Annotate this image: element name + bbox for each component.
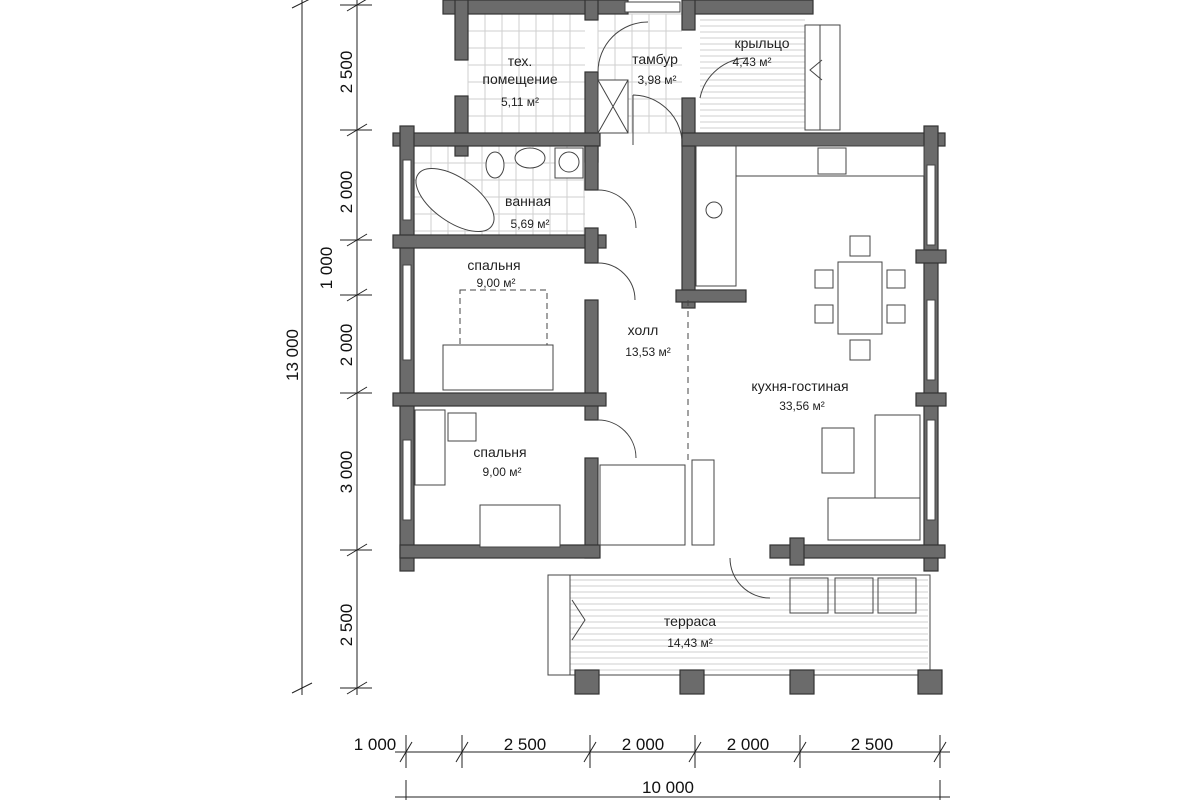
porch [804, 24, 841, 131]
room-tech-area: 5,11 м² [501, 95, 539, 109]
room-labels: тех. помещение 5,11 м² тамбур 3,98 м² кр… [467, 35, 848, 650]
room-bath-name: ванная [505, 193, 551, 209]
room-tech-name: тех. [508, 53, 533, 69]
room-hall-area: 13,53 м² [625, 345, 671, 359]
room-tambur-area: 3,98 м² [638, 73, 677, 87]
room-bath-area: 5,69 м² [511, 217, 550, 231]
dim-v-5: 3 000 [337, 451, 356, 494]
dim-v-3: 1 000 [317, 247, 336, 290]
dim-v-4: 2 000 [337, 324, 356, 367]
room-tambur-name: тамбур [632, 51, 678, 67]
dim-v-1: 2 500 [337, 51, 356, 94]
dim-h-2: 2 500 [504, 735, 547, 754]
room-porch-name: крыльцо [734, 35, 789, 51]
deck-boards [570, 19, 928, 671]
room-hall-name: холл [628, 322, 659, 338]
room-porch-area: 4,43 м² [733, 55, 772, 69]
dim-h-1: 1 000 [354, 735, 397, 754]
terrace [547, 574, 943, 695]
room-bedroom2-area: 9,00 м² [483, 465, 522, 479]
dim-h-5: 2 500 [851, 735, 894, 754]
dim-h-4: 2 000 [727, 735, 770, 754]
room-kitchen-area: 33,56 м² [779, 399, 825, 413]
room-terrace-name: терраса [664, 613, 716, 629]
dimension-lines: 13 000 2 500 2 000 1 000 2 000 3 000 2 5… [283, 0, 950, 800]
dim-h-3: 2 000 [622, 735, 665, 754]
room-bedroom1-area: 9,00 м² [477, 276, 516, 290]
room-bedroom2-name: спальня [473, 444, 526, 460]
room-bedroom1-name: спальня [467, 257, 520, 273]
dim-v-6: 2 500 [337, 604, 356, 647]
room-terrace-area: 14,43 м² [667, 636, 713, 650]
furniture [414, 79, 925, 548]
windows [402, 1, 936, 521]
dim-total-vertical: 13 000 [283, 329, 302, 381]
room-tech-name-2: помещение [482, 71, 557, 87]
dim-v-2: 2 000 [337, 171, 356, 214]
room-kitchen-name: кухня-гостиная [751, 378, 848, 394]
dim-total-horizontal: 10 000 [642, 778, 694, 797]
doors [571, 21, 823, 641]
